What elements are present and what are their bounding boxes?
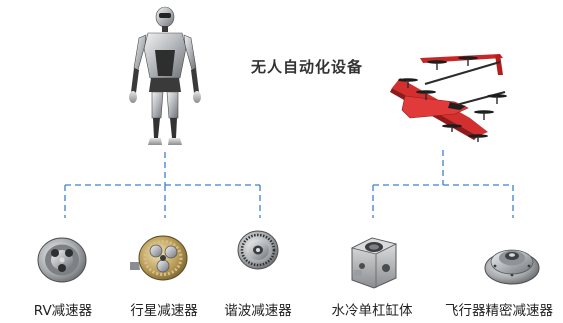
vtol-drone-image <box>390 54 507 142</box>
diagram-title: 无人自动化设备 <box>250 58 363 76</box>
harmonic-reducer-icon <box>237 230 279 270</box>
label-rv-reducer: RV减速器 <box>33 303 93 319</box>
planetary-reducer-icon <box>130 235 188 281</box>
label-aircraft-precision-reducer: 飞行器精密减速器 <box>445 303 553 319</box>
water-cooled-cylinder-icon <box>350 237 398 289</box>
connector-lines <box>64 150 514 218</box>
label-planetary-reducer: 行星减速器 <box>130 303 198 319</box>
rv-reducer-icon <box>37 237 87 283</box>
label-harmonic-reducer: 谐波减速器 <box>224 303 292 319</box>
aircraft-precision-reducer-icon <box>484 249 540 285</box>
humanoid-robot-image <box>129 6 201 145</box>
label-water-cooled-cylinder: 水冷单杠缸体 <box>331 303 413 319</box>
